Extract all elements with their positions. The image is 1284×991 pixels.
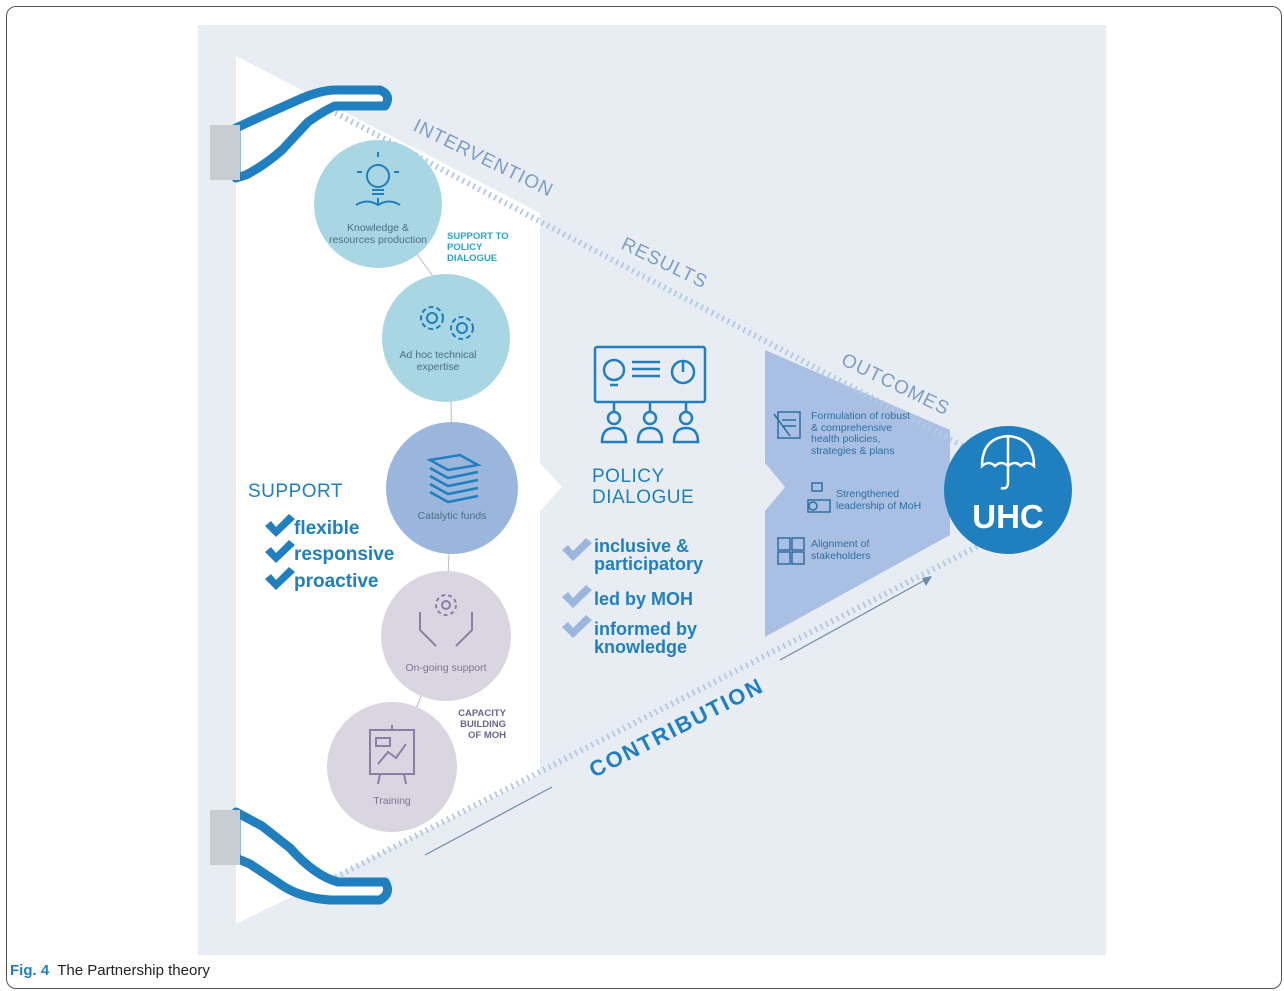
figure-number: Fig. 4	[10, 962, 50, 979]
ongoing-circle	[381, 571, 511, 701]
puzzle-alignment-icon	[777, 537, 805, 565]
uhc-label: UHC	[972, 498, 1044, 535]
policy-title: POLICY DIALOGUE	[592, 466, 695, 508]
document-pen-icon	[773, 411, 801, 439]
outcome-band	[765, 350, 950, 637]
gears-icon	[420, 306, 474, 340]
policy-board-icon	[593, 345, 707, 444]
catalytic-label: Catalytic funds	[417, 510, 487, 522]
capacity-building-label: CAPACITY BUILDING OF MOH	[458, 708, 506, 741]
umbrella-icon	[980, 434, 1036, 490]
knowledge-label: Knowledge & resources production	[328, 222, 428, 246]
bottom-dotted-line	[328, 542, 982, 883]
top-dotted-line	[328, 107, 982, 458]
hands-gear-icon	[419, 594, 473, 647]
figure-frame	[6, 6, 1282, 989]
contribution-line-1	[424, 786, 553, 856]
support-item-responsive: responsive	[294, 544, 395, 565]
training-circle	[327, 702, 457, 832]
support-check-icons	[265, 514, 295, 590]
catalytic-circle	[386, 422, 518, 554]
outcome-formulation: Formulation of robust & comprehensive he…	[811, 410, 911, 457]
leadership-icon	[807, 482, 831, 513]
support-item-flexible: flexible	[294, 518, 360, 539]
policy-check-icons	[562, 538, 592, 638]
adhoc-circle	[382, 274, 510, 402]
uhc-circle	[944, 426, 1072, 554]
support-title: SUPPORT	[248, 481, 344, 502]
lightbulb-book-icon	[355, 152, 401, 207]
contribution-line-2	[779, 579, 926, 661]
figure-caption: Fig. 4 The Partnership theory	[10, 962, 210, 979]
contribution-arrowhead	[922, 576, 932, 586]
support-item-proactive: proactive	[294, 571, 379, 592]
ongoing-label: On-going support	[405, 662, 487, 674]
policy-item-inclusive: inclusive & participatory	[594, 536, 704, 574]
figure-title: The Partnership theory	[57, 962, 210, 979]
presentation-board-icon	[369, 725, 415, 785]
bottom-hand-icon	[210, 807, 393, 905]
policy-item-informed: informed by knowledge	[594, 619, 698, 657]
arrow-notch-1	[540, 463, 562, 511]
adhoc-label: Ad hoc technical expertise	[399, 349, 477, 373]
training-label: Training	[373, 795, 411, 807]
outcome-leadership: Strengthened leadership of MoH	[836, 488, 922, 512]
support-to-policy-label: SUPPORT TO POLICY DIALOGUE	[447, 231, 509, 264]
policy-item-led: led by MOH	[594, 589, 694, 609]
arrow-notch-2	[765, 463, 785, 511]
outcome-alignment: Alignment of stakeholders	[811, 538, 871, 562]
top-hand-icon	[210, 85, 393, 183]
money-stack-icon	[426, 453, 482, 504]
